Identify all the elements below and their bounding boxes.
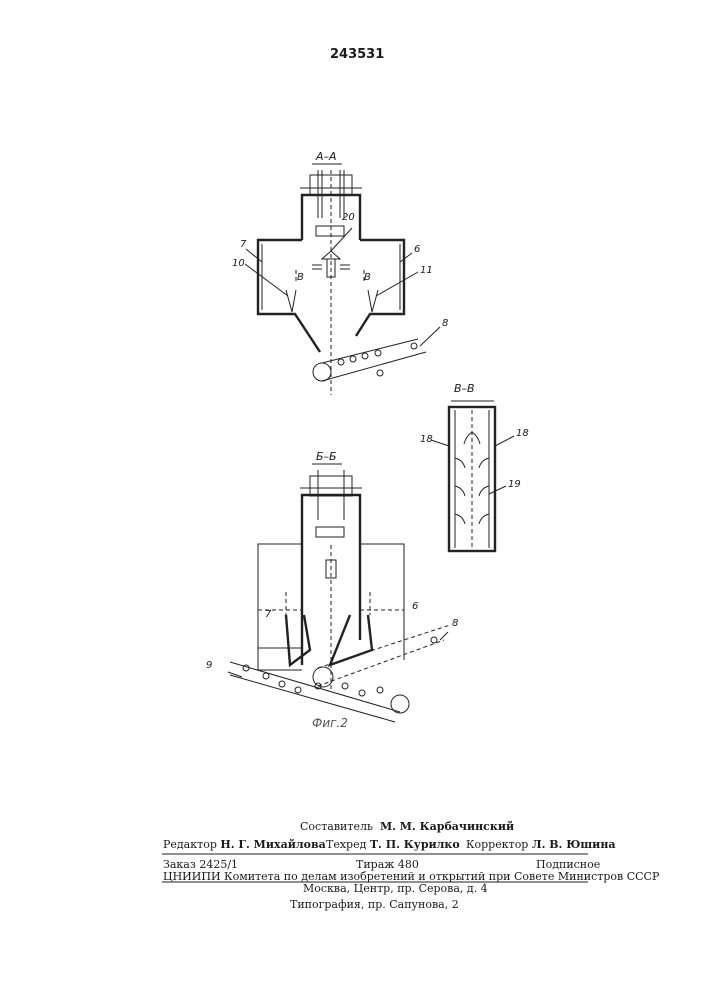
address: Москва, Центр, пр. Серова, д. 4 [303,882,488,895]
printer: Типография, пр. Сапунова, 2 [290,898,459,911]
